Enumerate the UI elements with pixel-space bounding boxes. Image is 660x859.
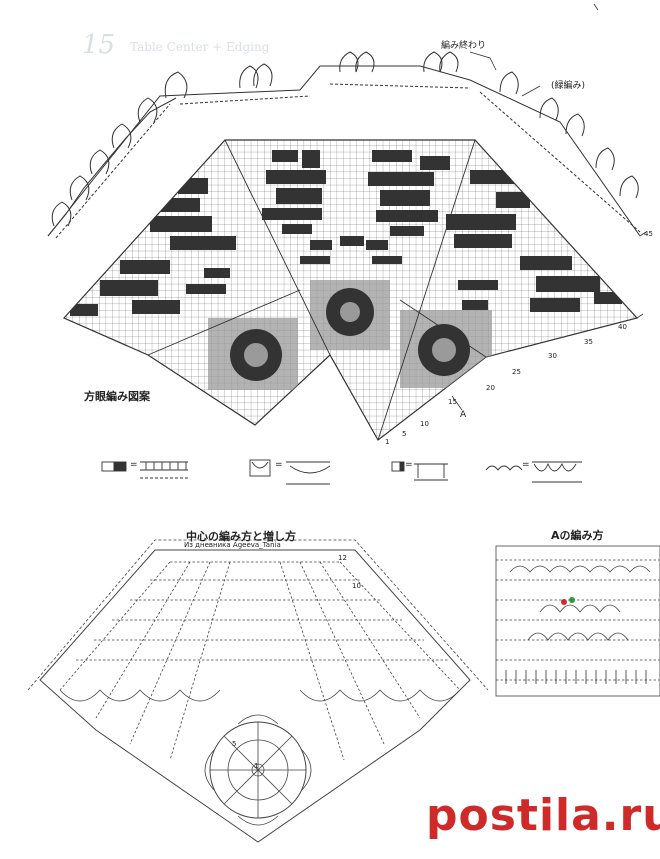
page-number: 15 bbox=[82, 30, 116, 60]
center-fan-outline bbox=[39, 549, 471, 843]
section-a-pointer bbox=[451, 395, 463, 411]
row-number-25: 25 bbox=[512, 368, 521, 376]
legend-filled-block bbox=[101, 461, 188, 479]
center-row-10: 10 bbox=[352, 582, 361, 590]
row-number-45: 45 bbox=[644, 230, 653, 238]
center-diagram-title: 中心の編み方と増し方 bbox=[186, 530, 296, 543]
a-diagram bbox=[495, 545, 660, 697]
row-number-5: 5 bbox=[402, 430, 407, 438]
edge-end-label: 編み終わり bbox=[441, 41, 487, 51]
legend-eq-2: = bbox=[275, 460, 283, 470]
edging-label: (緑編み) bbox=[551, 81, 586, 91]
legend-bar bbox=[391, 461, 448, 481]
legend-eq-3: = bbox=[405, 460, 413, 470]
center-credit: Из дневника Ageeva_Tania bbox=[184, 541, 281, 549]
section-a-label: A bbox=[460, 410, 467, 420]
watermark: postila.ru bbox=[426, 790, 660, 841]
center-row-12: 12 bbox=[338, 554, 347, 562]
row-number-35: 35 bbox=[584, 338, 593, 346]
edging-border bbox=[47, 51, 641, 239]
leaf-motif-center bbox=[300, 236, 402, 264]
legend-fan bbox=[485, 461, 582, 483]
legend-lacet bbox=[249, 459, 331, 485]
row-number-1: 1 bbox=[385, 438, 390, 446]
row-number-40: 40 bbox=[618, 323, 627, 331]
edging-scallops bbox=[51, 51, 639, 227]
legend bbox=[101, 459, 582, 485]
center-row-5: 5 bbox=[232, 740, 237, 748]
legend-eq-1: = bbox=[130, 460, 138, 470]
rose-motif-top-right bbox=[368, 150, 450, 236]
rose-motif-left bbox=[70, 178, 236, 316]
legend-eq-4: = bbox=[522, 460, 530, 470]
edging-baseline bbox=[47, 65, 641, 237]
row-number-20: 20 bbox=[486, 384, 495, 392]
row-number-30: 30 bbox=[548, 352, 557, 360]
center-diagram bbox=[27, 539, 489, 843]
a-diagram-frame bbox=[495, 545, 660, 697]
rose-motif-right bbox=[446, 170, 622, 312]
faint-title: Table Center + Edging bbox=[130, 40, 270, 54]
rose-motif-top-left bbox=[262, 150, 326, 234]
row-number-15: 15 bbox=[448, 398, 457, 406]
row-number-10: 10 bbox=[420, 420, 429, 428]
filet-pattern-title: 方眼編み図案 bbox=[84, 390, 150, 403]
a-diagram-title: Aの編み方 bbox=[551, 529, 604, 542]
center-row-1: 1 bbox=[254, 762, 259, 770]
